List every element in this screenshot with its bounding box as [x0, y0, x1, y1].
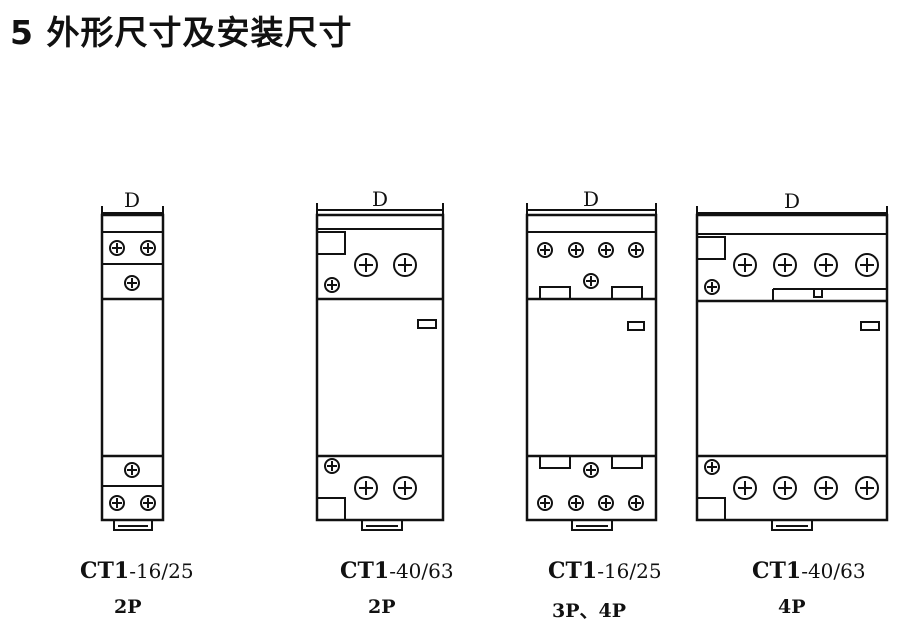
device-2-screws [324, 253, 417, 500]
device-3-drawing: D [525, 187, 658, 531]
device-2-dimension-label: D [372, 187, 388, 211]
device-4-model: CT1 [752, 558, 802, 584]
device-1-rating: -16/25 [129, 559, 194, 583]
device-3-model: CT1 [548, 558, 598, 584]
device-1-drawing: D [100, 188, 165, 531]
device-4-poles: 4P [778, 596, 806, 618]
device-1-dimension-label: D [124, 188, 140, 212]
device-2-drawing: D [315, 187, 445, 531]
device-3-poles: 3P、4P [552, 600, 627, 622]
device-2-poles: 2P [368, 596, 396, 618]
device-4-rating: -40/63 [801, 559, 866, 583]
device-1-poles: 2P [114, 596, 142, 618]
device-1-model-label: CT1-16/25 [80, 558, 194, 584]
device-4-model-label: CT1-40/63 [752, 558, 866, 584]
device-3-dimension-label: D [583, 187, 599, 211]
device-2-rating: -40/63 [389, 559, 454, 583]
device-3-screws [537, 242, 644, 511]
device-2-model-label: CT1-40/63 [340, 558, 454, 584]
device-2-model: CT1 [340, 558, 390, 584]
device-1-screws [109, 240, 156, 511]
device-4-dimension-label: D [784, 189, 800, 213]
device-4-screws [704, 253, 879, 500]
device-1-model: CT1 [80, 558, 130, 584]
page-title: 5 外形尺寸及安装尺寸 [10, 13, 353, 52]
device-4-drawing: D [695, 189, 889, 531]
device-3-model-label: CT1-16/25 [548, 558, 662, 584]
device-3-rating: -16/25 [597, 559, 662, 583]
